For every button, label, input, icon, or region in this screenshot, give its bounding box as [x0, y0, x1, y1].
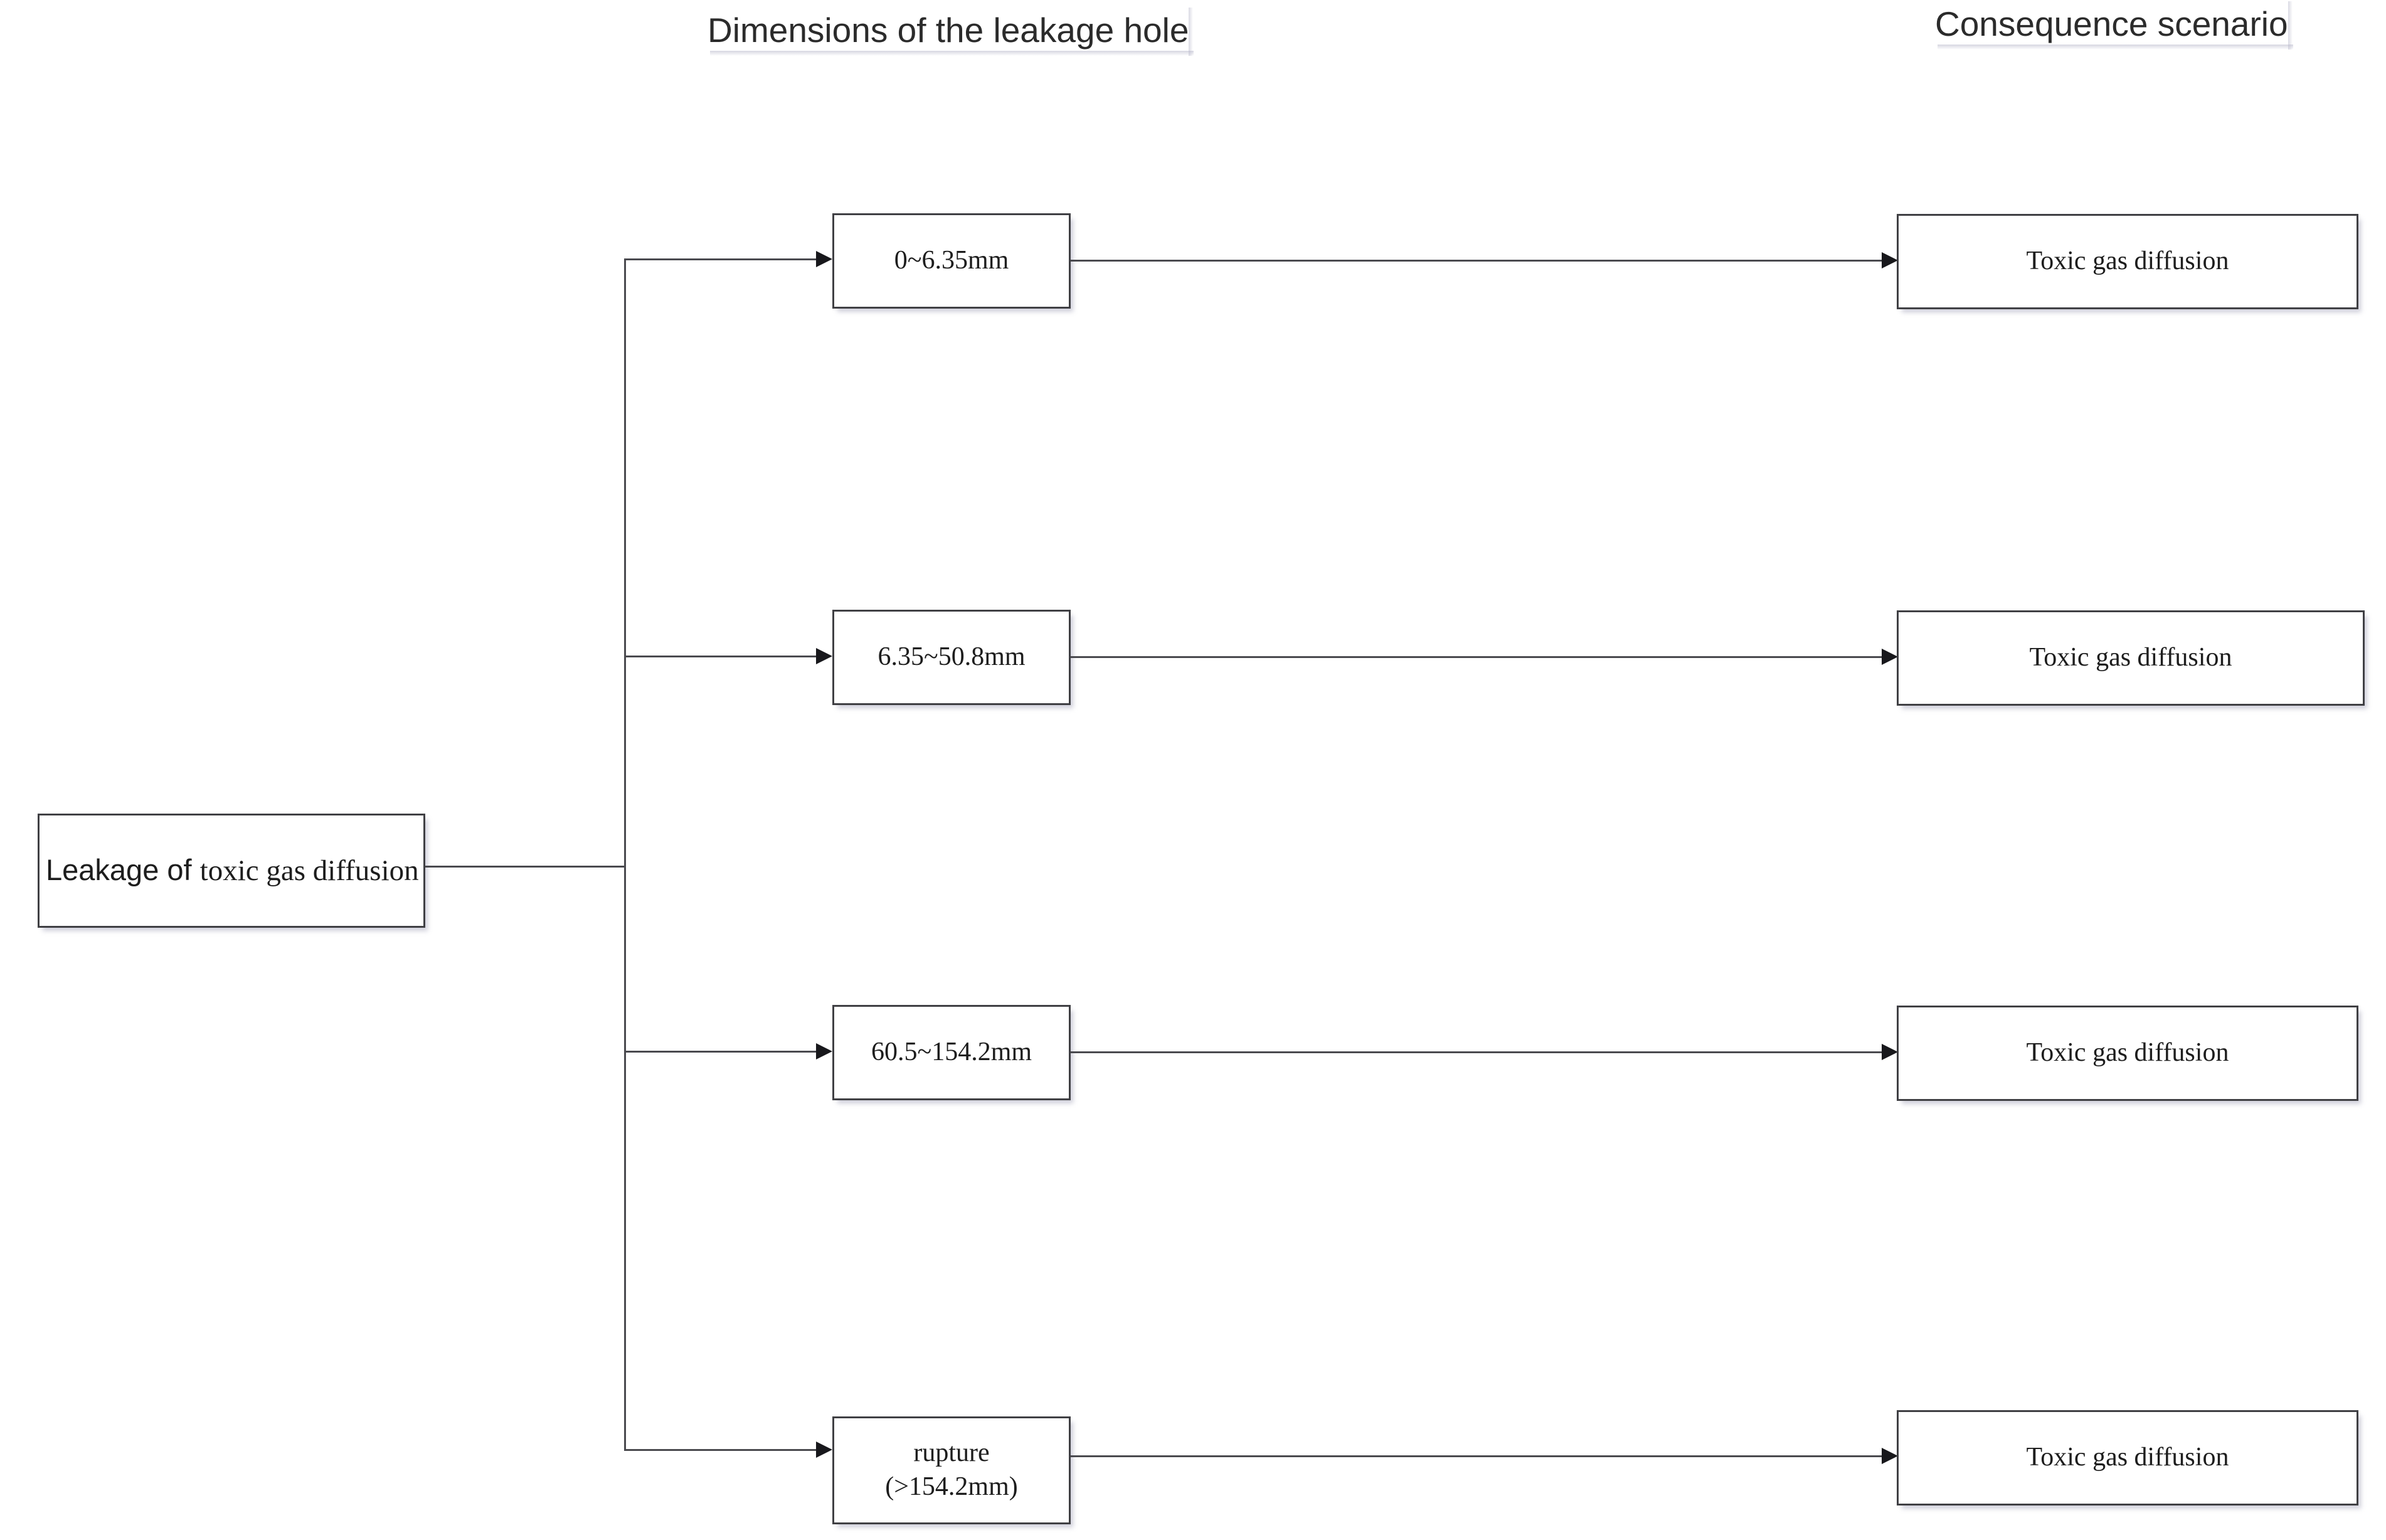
arrowhead-branch-1	[816, 251, 832, 267]
node-source-event-label: Leakage of toxic gas diffusion	[36, 851, 420, 889]
node-consequence-4-label: Toxic gas diffusion	[2026, 1443, 2229, 1472]
column-header-consequence: Consequence scenario	[1935, 1, 2293, 50]
node-consequence-1-label: Toxic gas diffusion	[2026, 247, 2229, 276]
node-consequence-1: Toxic gas diffusion	[1897, 214, 2358, 309]
column-header-dimensions: Dimensions of the leakage hole	[708, 8, 1194, 56]
connector-outcome-3	[1071, 1051, 1884, 1053]
node-dimension-4: rupture (>154.2mm)	[832, 1416, 1071, 1524]
arrowhead-outcome-2	[1882, 649, 1898, 665]
connector-branch-3	[624, 1051, 816, 1053]
node-dimension-3-label: 60.5~154.2mm	[871, 1038, 1032, 1067]
node-dimension-2: 6.35~50.8mm	[832, 610, 1071, 705]
node-consequence-3: Toxic gas diffusion	[1897, 1006, 2358, 1101]
connector-branch-4	[624, 1449, 816, 1451]
connector-vertical-spine	[624, 258, 626, 1450]
header-edge-shadow	[1189, 8, 1194, 56]
column-header-dimensions-text: Dimensions of the leakage hole	[708, 11, 1189, 50]
connector-source-trunk	[425, 866, 626, 868]
node-consequence-2: Toxic gas diffusion	[1897, 610, 2365, 706]
node-source-event: Leakage of toxic gas diffusion	[38, 814, 425, 928]
node-dimension-1: 0~6.35mm	[832, 213, 1071, 309]
header-edge-shadow	[2288, 1, 2293, 50]
arrowhead-outcome-4	[1882, 1448, 1898, 1464]
node-dimension-3: 60.5~154.2mm	[832, 1005, 1071, 1100]
arrowhead-branch-4	[816, 1442, 832, 1458]
node-consequence-3-label: Toxic gas diffusion	[2026, 1038, 2229, 1068]
connector-branch-2	[624, 656, 816, 657]
node-source-event-label-sans: Leakage of	[46, 853, 200, 887]
arrowhead-outcome-3	[1882, 1044, 1898, 1060]
node-dimension-1-label: 0~6.35mm	[894, 246, 1009, 275]
connector-outcome-1	[1071, 260, 1884, 262]
node-source-event-label-serif: toxic gas diffusion	[199, 854, 419, 888]
arrowhead-branch-3	[816, 1043, 832, 1059]
connector-outcome-2	[1071, 656, 1884, 658]
node-dimension-2-label: 6.35~50.8mm	[878, 642, 1026, 672]
connector-outcome-4	[1071, 1455, 1884, 1457]
node-dimension-4-label: rupture (>154.2mm)	[885, 1438, 1018, 1501]
arrowhead-outcome-1	[1882, 252, 1898, 268]
arrowhead-branch-2	[816, 648, 832, 664]
node-consequence-2-label: Toxic gas diffusion	[2029, 643, 2232, 672]
connector-branch-1	[624, 258, 816, 260]
column-header-consequence-text: Consequence scenario	[1935, 4, 2288, 43]
node-consequence-4: Toxic gas diffusion	[1897, 1410, 2358, 1505]
